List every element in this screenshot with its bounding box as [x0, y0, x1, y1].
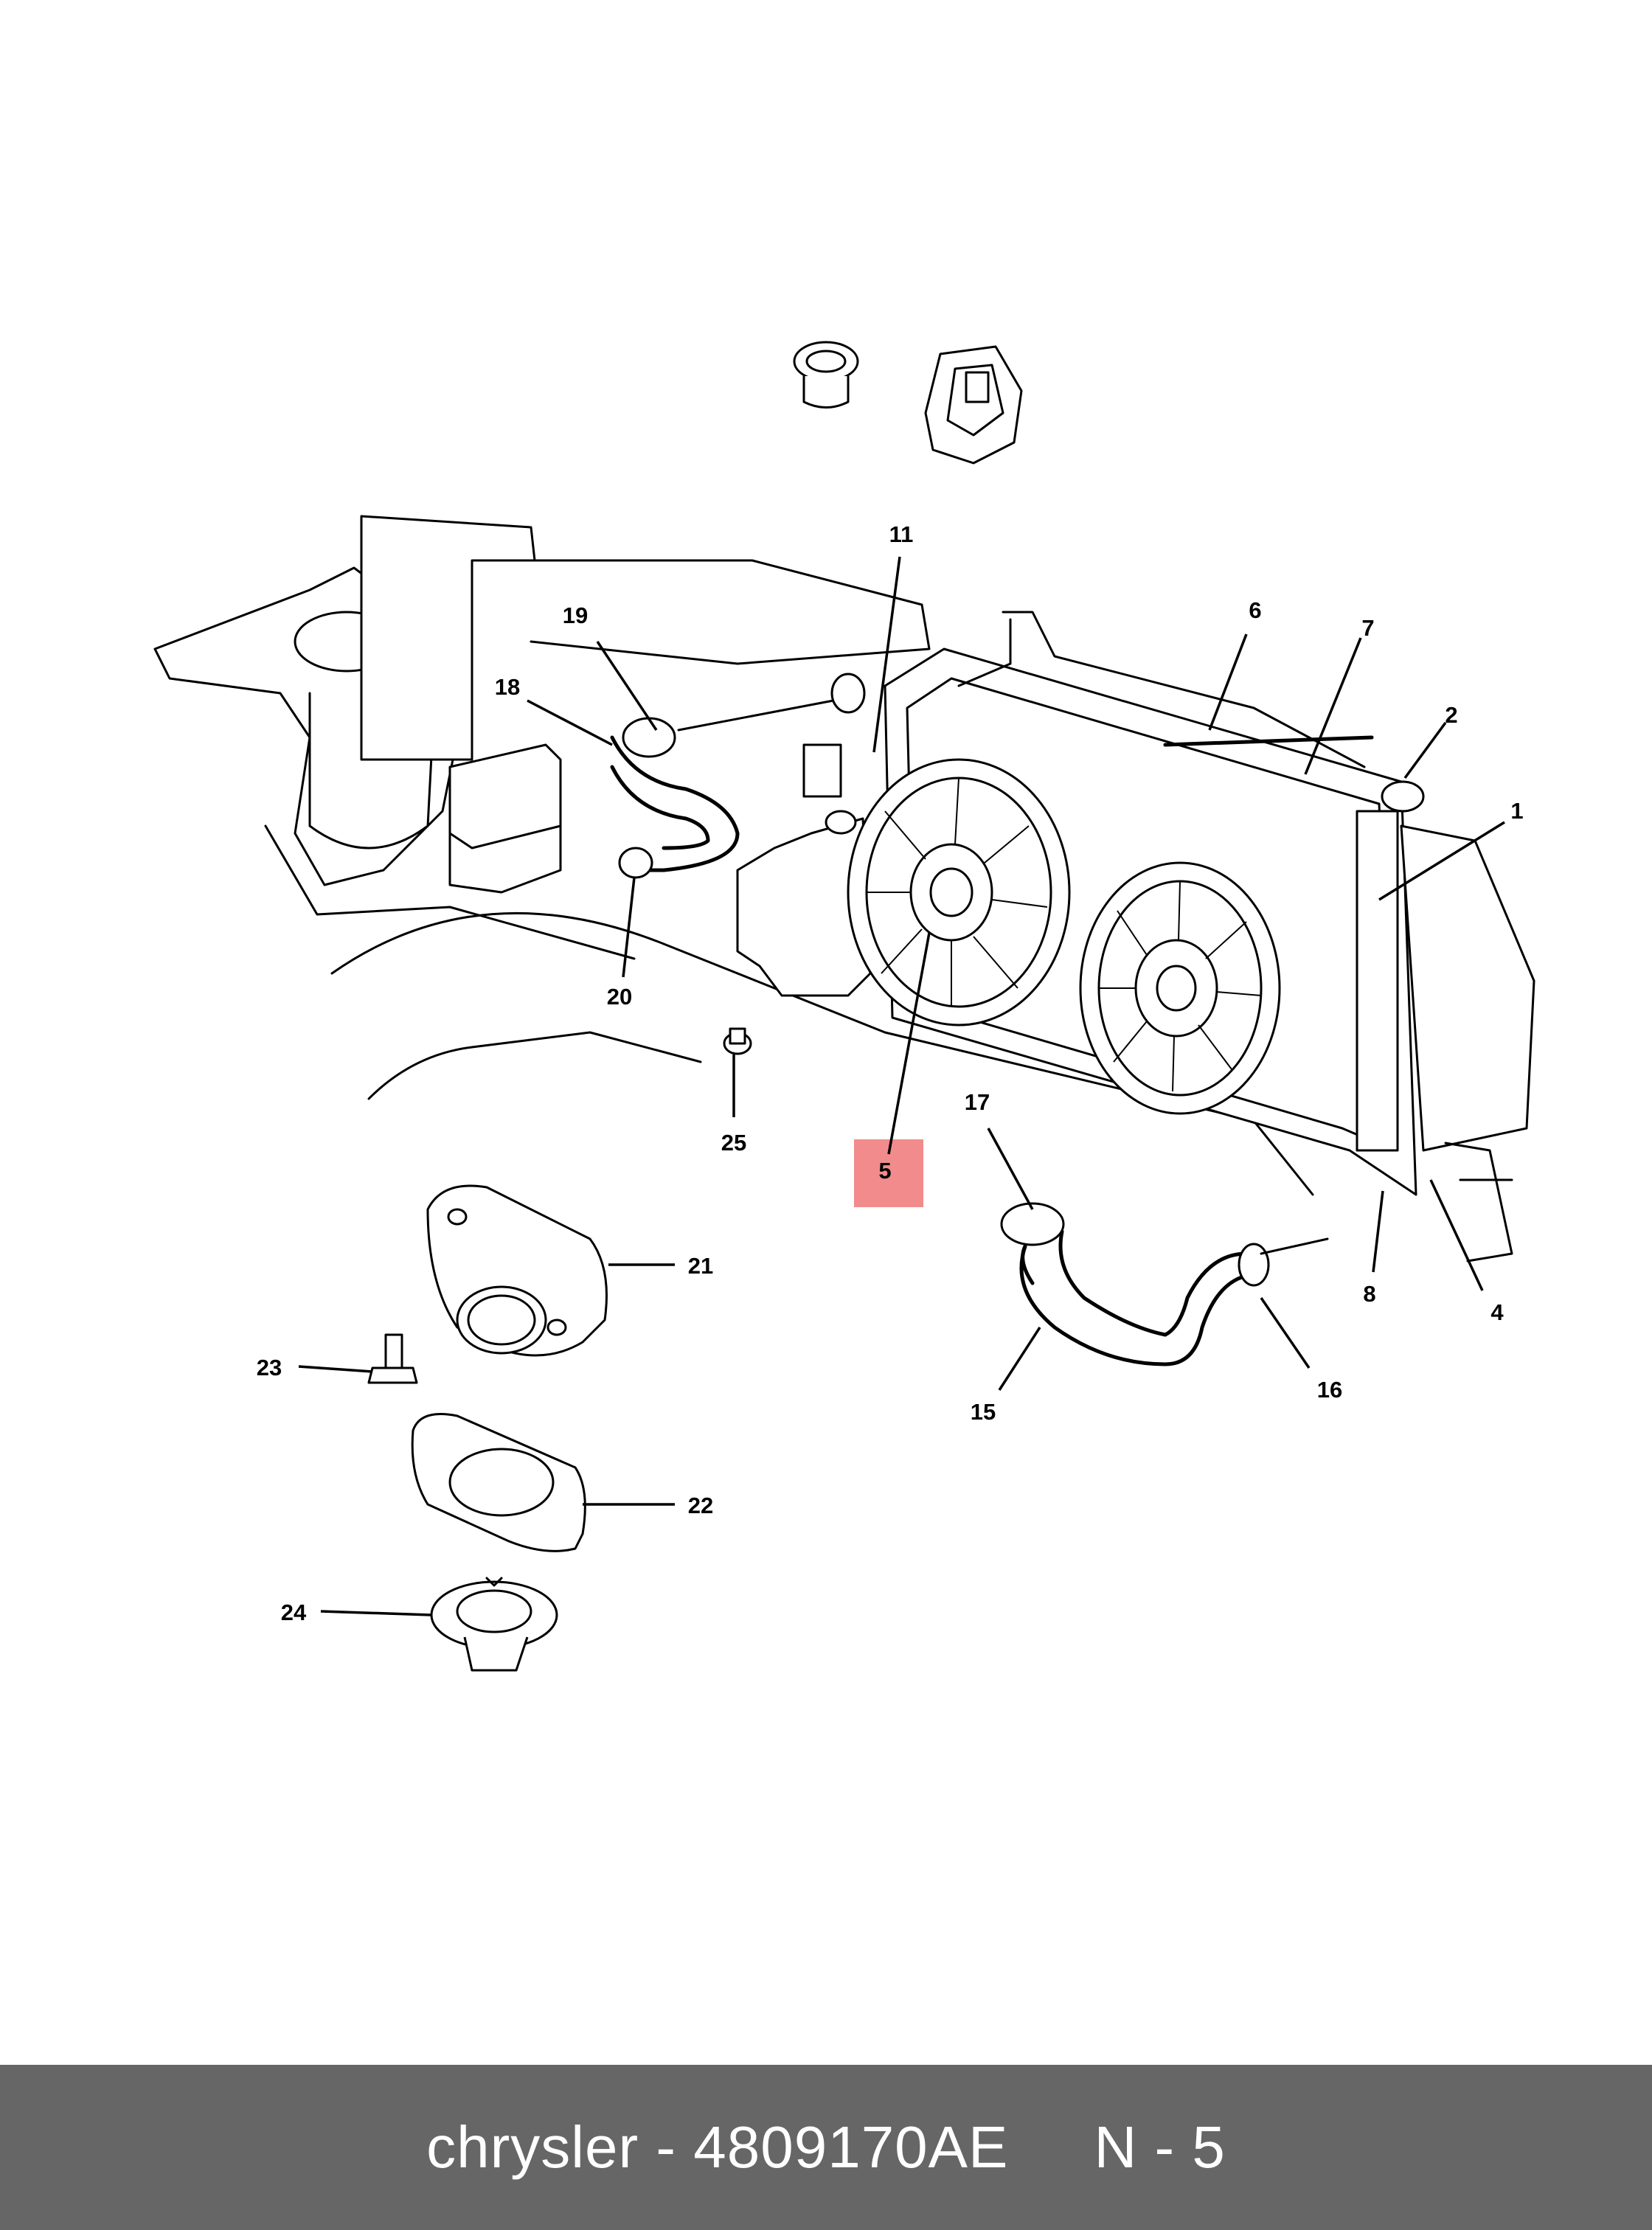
- body-frame-structure: [153, 515, 1314, 1196]
- fan-mount-bracket-part: [924, 345, 1023, 465]
- callout-labels: 1 2 4 5 6 7 8 11 15 16 17 18 19 20 21 22…: [257, 521, 1524, 1625]
- lower-radiator-hose: [1000, 1202, 1329, 1366]
- callout-17: 17: [965, 1089, 990, 1115]
- callout-4: 4: [1490, 1299, 1504, 1325]
- callout-23: 23: [257, 1355, 282, 1380]
- callout-7: 7: [1361, 615, 1374, 641]
- right-cooling-fan: [1079, 861, 1281, 1115]
- callout-16: 16: [1317, 1377, 1342, 1403]
- callout-11: 11: [889, 521, 914, 547]
- callout-20: 20: [607, 984, 632, 1010]
- gasket-part: [411, 1413, 586, 1552]
- coolant-reservoir: [736, 743, 872, 997]
- callout-25: 25: [721, 1130, 746, 1156]
- leader-lines: [298, 556, 1505, 1616]
- thermostat-part: [430, 1577, 558, 1672]
- bolt-23-part: [367, 1333, 418, 1384]
- bolt-25-part: [723, 1027, 752, 1055]
- upper-radiator-hose: [610, 673, 866, 879]
- thermostat-housing-part: [426, 1184, 608, 1357]
- callout-22: 22: [688, 1493, 713, 1518]
- callout-24: 24: [281, 1599, 307, 1625]
- callout-6: 6: [1249, 597, 1261, 623]
- callout-1: 1: [1510, 798, 1523, 824]
- relay-box: [448, 743, 562, 894]
- callout-19: 19: [563, 602, 588, 628]
- footer-bar: chrysler - 4809170AE N - 5: [0, 2065, 1652, 2230]
- callout-15: 15: [971, 1399, 996, 1425]
- callout-8: 8: [1363, 1281, 1375, 1307]
- radiator-cap-part: [793, 341, 859, 409]
- left-cooling-fan: [847, 758, 1071, 1027]
- parts-diagram: 1 2 4 5 6 7 8 11 15 16 17 18 19 20 21 22…: [153, 341, 1535, 1672]
- callout-21: 21: [688, 1253, 713, 1279]
- part-number-caption: chrysler - 4809170AE N - 5: [426, 2114, 1226, 2180]
- callout-18: 18: [495, 674, 520, 700]
- callout-2: 2: [1445, 702, 1457, 728]
- callout-5: 5: [878, 1158, 891, 1184]
